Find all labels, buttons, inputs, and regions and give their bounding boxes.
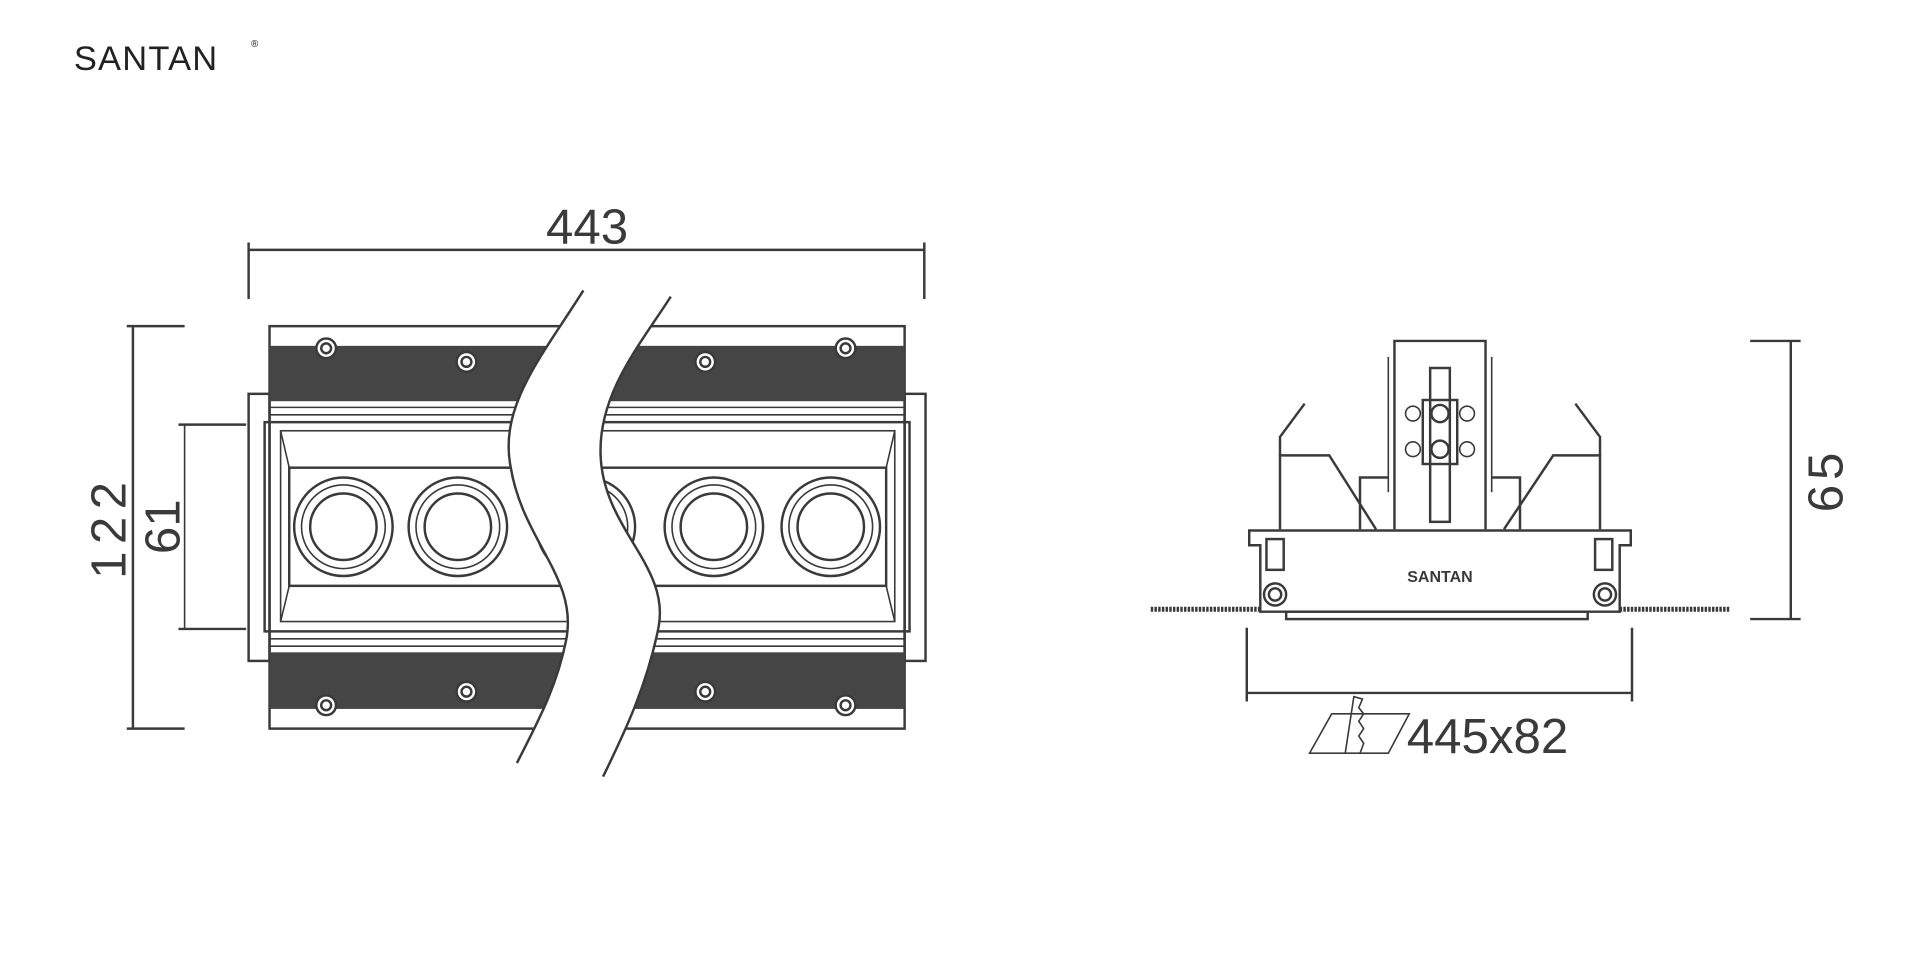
height-total-label: 122	[82, 475, 137, 579]
break-line-right	[599, 295, 672, 778]
ceiling-cutout-icon	[1308, 695, 1411, 755]
registered-mark: ®	[251, 39, 259, 50]
height-aperture-dimension: 61	[136, 423, 247, 631]
height-aperture-label: 61	[136, 499, 191, 554]
brand-logo: SANTAN	[74, 40, 219, 78]
front-view	[247, 289, 927, 778]
break-gap	[508, 290, 671, 777]
lens	[663, 476, 765, 578]
side-view: SANTAN	[1150, 339, 1730, 621]
cutout-label: 445x82	[1407, 709, 1568, 764]
housing-label: SANTAN	[1407, 569, 1472, 586]
depth-label: 65	[1798, 448, 1853, 513]
depth-dimension: 65	[1750, 339, 1853, 621]
length-dimension: 443	[247, 200, 926, 300]
lens	[407, 476, 509, 578]
lens	[292, 476, 394, 578]
length-label: 443	[546, 200, 628, 255]
lens	[780, 476, 882, 578]
height-total-dimension: 122	[82, 324, 185, 730]
cutout-dimension: 445x82	[1245, 627, 1634, 764]
break-line-left	[507, 289, 585, 764]
screws	[315, 337, 857, 717]
